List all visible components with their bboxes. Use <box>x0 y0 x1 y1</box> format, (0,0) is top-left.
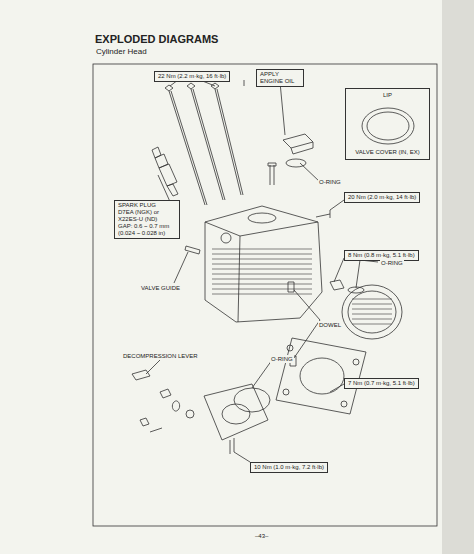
spec-text: APPLY ENGINE OIL <box>260 71 300 85</box>
inset-box: LIP VALVE COVER (IN, EX) <box>345 88 430 160</box>
part-label: VALVE GUIDE <box>140 284 181 292</box>
spec-text: 20 Nm (2.0 m·kg, 14 ft·lb) <box>348 194 416 201</box>
part-label: O-RING <box>380 259 404 267</box>
page-title: EXPLODED DIAGRAMS <box>95 33 218 45</box>
sub-title: Cylinder Head <box>95 47 148 57</box>
spec-box: 22 Nm (2.2 m·kg, 16 ft·lb) <box>154 71 230 82</box>
spec-box: 10 Nm (1.0 m·kg, 7.2 ft·lb) <box>250 462 328 473</box>
spec-box: SPARK PLUGD7EA (NGK) or X22ES-U (ND)GAP:… <box>114 200 180 239</box>
spec-text: LIP <box>346 92 429 99</box>
spec-text: 22 Nm (2.2 m·kg, 16 ft·lb) <box>158 73 226 80</box>
part-label: DECOMPRESSION LEVER <box>122 352 199 360</box>
spec-text: D7EA (NGK) or X22ES-U (ND) <box>118 209 176 223</box>
spec-box: 20 Nm (2.0 m·kg, 14 ft·lb) <box>344 192 420 203</box>
spec-text: 7 Nm (0.7 m·kg, 5.1 ft·lb) <box>348 380 415 387</box>
spec-text: 8 Nm (0.8 m·kg, 5.1 ft·lb) <box>348 252 415 259</box>
part-label: O-RING <box>270 355 294 363</box>
spec-text: SPARK PLUG <box>118 202 176 209</box>
spec-text: VALVE COVER (IN, EX) <box>346 149 429 156</box>
spec-box: APPLY ENGINE OIL <box>256 69 304 87</box>
part-label: O-RING <box>318 178 342 186</box>
spec-box: 7 Nm (0.7 m·kg, 5.1 ft·lb) <box>344 378 419 389</box>
spec-text: GAP: 0.6 ~ 0.7 mm (0.024 ~ 0.028 in) <box>118 223 176 237</box>
part-label: DOWEL <box>318 321 342 329</box>
spec-text: 10 Nm (1.0 m·kg, 7.2 ft·lb) <box>254 464 324 471</box>
page-number: –43– <box>254 532 269 540</box>
